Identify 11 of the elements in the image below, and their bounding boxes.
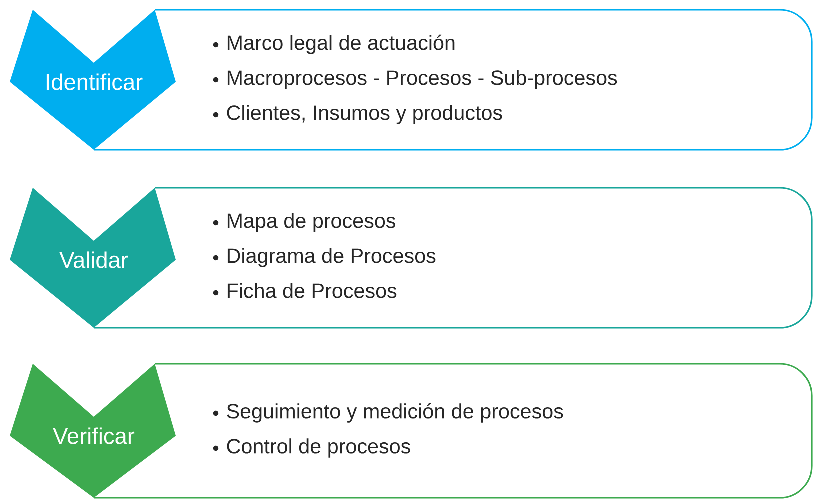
step-badge: Verificar bbox=[10, 364, 176, 498]
step-badge: Validar bbox=[10, 188, 176, 328]
node-label: Macroprocesos - Procesos - Sub-procesos bbox=[228, 70, 618, 90]
node-label: Clientes, Insumos y productos bbox=[227, 105, 502, 124]
node-label: Diagrama de Procesos bbox=[228, 248, 436, 268]
node-label: Control de procesos bbox=[227, 438, 410, 458]
node-label: Seguimiento y medición de procesos bbox=[227, 403, 564, 423]
step-badge: Identificar bbox=[10, 10, 176, 150]
node-label: Marco legal de actuación bbox=[228, 34, 455, 54]
node-label: Ficha de Procesos bbox=[228, 283, 397, 298]
node-label: Mapa de procesos bbox=[228, 213, 396, 232]
